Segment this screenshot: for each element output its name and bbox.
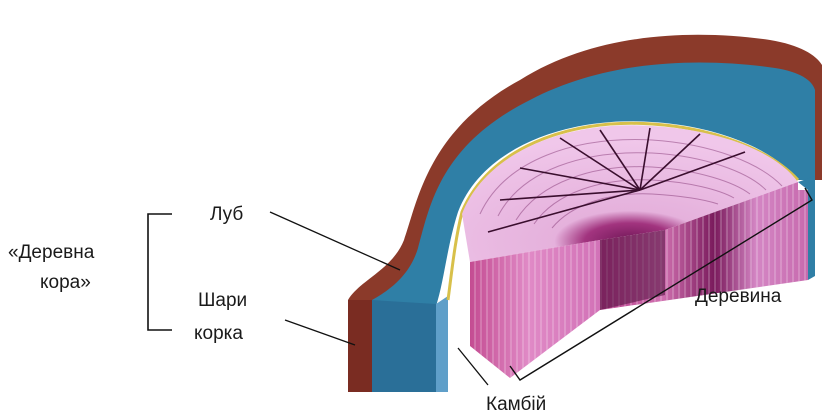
layers-label-line1: Шари (198, 290, 247, 311)
layers-leader (285, 320, 355, 345)
layers-label-line2: корка (194, 323, 243, 344)
cambium-label: Камбій (486, 394, 546, 414)
phloem-label: Луб (210, 204, 243, 225)
wood-label: Деревина (695, 286, 782, 307)
phloem-leader (270, 212, 400, 270)
bark-group-bracket (148, 214, 172, 330)
bark-group-label-line2: кора» (40, 272, 91, 293)
bark-group-label-line1: «Деревна (8, 242, 95, 263)
